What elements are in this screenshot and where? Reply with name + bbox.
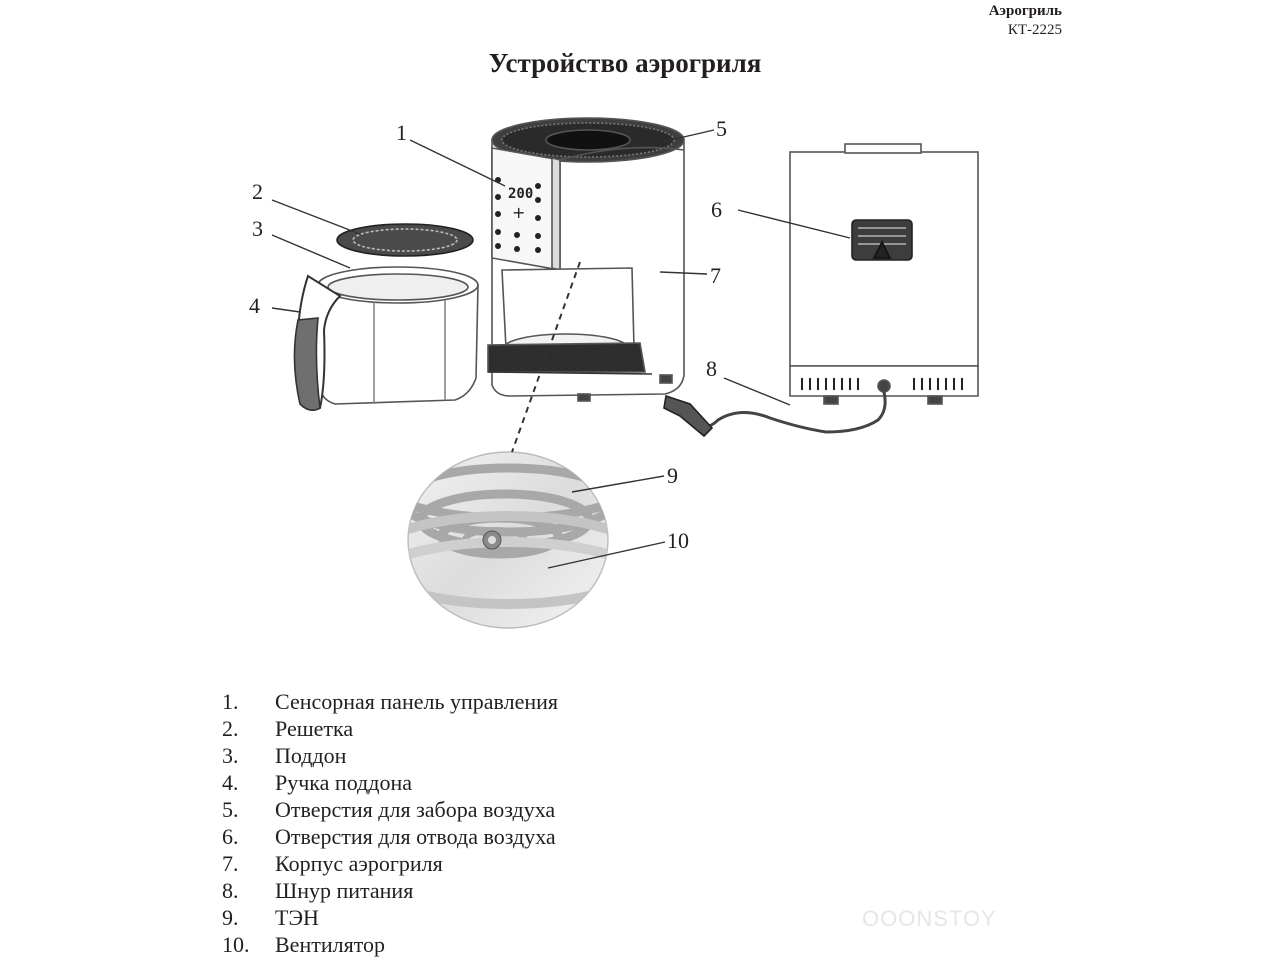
basket-illustration bbox=[293, 223, 479, 412]
legend-item: 7. Корпус аэрогриля bbox=[222, 850, 558, 877]
watermark-logo: OOONSTOY bbox=[862, 906, 997, 931]
page-title: Устройство аэрогриля bbox=[488, 48, 762, 78]
legend-item-number: 2. bbox=[222, 716, 239, 741]
legend-item-label: Шнур питания bbox=[275, 878, 414, 903]
legend-item: 6. Отверстия для отвода воздуха bbox=[222, 823, 558, 850]
legend-item: 9. ТЭН bbox=[222, 904, 558, 931]
legend-item-number: 5. bbox=[222, 797, 239, 822]
panel-button bbox=[495, 243, 501, 249]
legend-item: 1. Сенсорная панель управления bbox=[222, 688, 558, 715]
panel-button bbox=[495, 194, 501, 200]
base-vent-slots bbox=[801, 378, 963, 390]
callout-2: 2 bbox=[252, 179, 263, 204]
legend-item-label: Сенсорная панель управления bbox=[275, 689, 559, 714]
panel-display-readout: 200 bbox=[508, 186, 533, 202]
legend-item-label: Ручка поддона bbox=[275, 770, 412, 795]
panel-button bbox=[535, 233, 541, 239]
legend-item: 4. Ручка поддона bbox=[222, 769, 558, 796]
panel-button bbox=[535, 183, 541, 189]
detail-connector bbox=[511, 261, 581, 453]
legend-item-label: Поддон bbox=[275, 743, 347, 768]
legend-item-number: 3. bbox=[222, 743, 239, 768]
grill-rack bbox=[336, 223, 474, 257]
power-cord bbox=[699, 391, 887, 434]
panel-button bbox=[514, 232, 520, 238]
legend-item-label: ТЭН bbox=[275, 905, 319, 930]
callout-7: 7 bbox=[710, 263, 721, 288]
leader-lines bbox=[271, 129, 851, 569]
touch-panel-buttons: 200 + bbox=[495, 177, 541, 253]
legend-item-label: Вентилятор bbox=[275, 932, 386, 957]
panel-button bbox=[535, 215, 541, 221]
callout-5: 5 bbox=[716, 116, 727, 141]
header-brand: Аэрогриль bbox=[988, 3, 1062, 19]
heater-detail-illustration bbox=[407, 451, 609, 629]
callout-9: 9 bbox=[667, 463, 678, 488]
grill-rack-inner bbox=[352, 228, 458, 252]
legend-item-number: 9. bbox=[222, 905, 239, 930]
legend-item: 2. Решетка bbox=[222, 715, 558, 742]
legend-item: 3. Поддон bbox=[222, 742, 558, 769]
legend-item-label: Корпус аэрогриля bbox=[275, 851, 443, 876]
legend-item-number: 6. bbox=[222, 824, 239, 849]
parts-legend: 1.Сенсорная панель управления 2.Решетка … bbox=[222, 688, 558, 958]
panel-button bbox=[535, 197, 541, 203]
callout-6: 6 bbox=[711, 197, 722, 222]
legend-item-label: Отверстия для забора воздуха bbox=[275, 797, 556, 822]
header-model: КТ-2225 bbox=[1007, 22, 1062, 38]
legend-item-number: 8. bbox=[222, 878, 239, 903]
legend-item-number: 1. bbox=[222, 689, 239, 714]
rear-view-illustration bbox=[663, 143, 979, 438]
air-fryer-diagram: 200 + bbox=[249, 116, 979, 629]
header-model-info: Аэрогриль КТ-2225 bbox=[989, 2, 1062, 40]
callout-3: 3 bbox=[252, 216, 263, 241]
panel-button bbox=[495, 229, 501, 235]
callout-4: 4 bbox=[249, 293, 260, 318]
legend-item-number: 10. bbox=[222, 932, 250, 957]
callout-10: 10 bbox=[667, 528, 689, 553]
panel-button bbox=[514, 246, 520, 252]
power-plug bbox=[663, 394, 714, 438]
legend-item-label: Решетка bbox=[275, 716, 354, 741]
plus-icon: + bbox=[512, 203, 525, 222]
exhaust-vents bbox=[851, 219, 913, 261]
legend-item-number: 7. bbox=[222, 851, 239, 876]
legend-item-label: Отверстия для отвода воздуха bbox=[275, 824, 556, 849]
panel-button bbox=[495, 211, 501, 217]
callout-8: 8 bbox=[706, 356, 717, 381]
legend-item-number: 4. bbox=[222, 770, 239, 795]
panel-button bbox=[535, 247, 541, 253]
legend-item: 8. Шнур питания bbox=[222, 877, 558, 904]
callout-1: 1 bbox=[396, 120, 407, 145]
legend-item: 5. Отверстия для забора воздуха bbox=[222, 796, 558, 823]
fryer-body-illustration bbox=[487, 117, 685, 402]
control-panel bbox=[491, 147, 561, 271]
legend-item: 10. Вентилятор bbox=[222, 931, 558, 958]
